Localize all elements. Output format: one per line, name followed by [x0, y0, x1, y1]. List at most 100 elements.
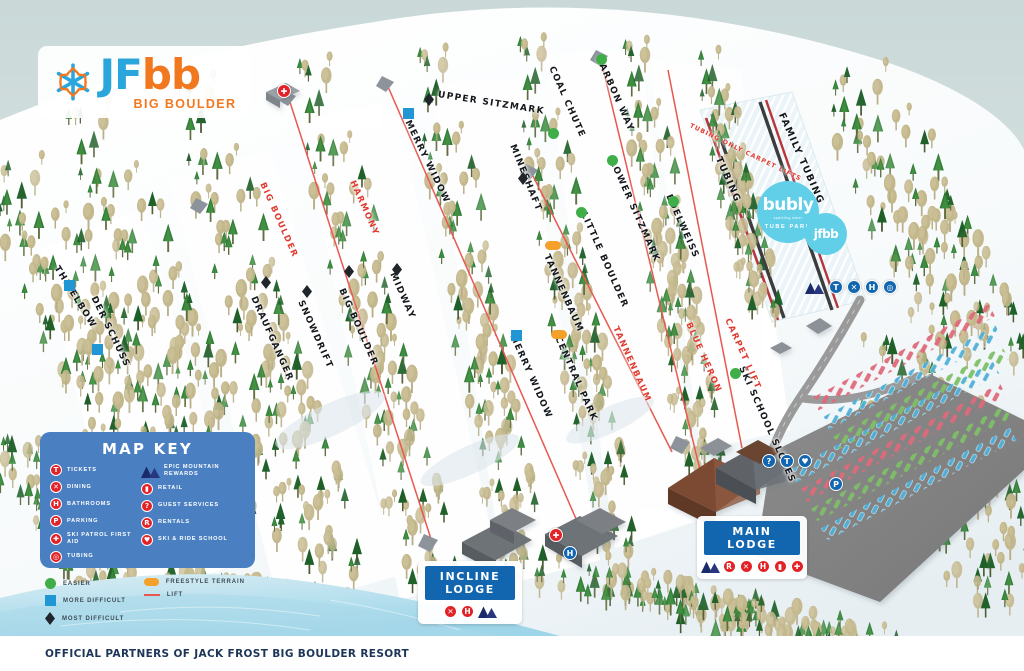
lift-line-icon — [143, 594, 160, 596]
trail-difficulty-marker-easier — [576, 207, 587, 218]
tubing-icon[interactable]: ◎ — [883, 280, 897, 294]
map-key-item-tubing: ◎ TUBING — [50, 550, 137, 563]
trail-difficulty-marker-orange — [551, 330, 567, 339]
logo-wordmark: JFbb — [100, 53, 201, 96]
ski-ride-school-icon[interactable]: ♥ — [798, 454, 812, 468]
main-lodge-amenity-icons: R✕H▮✚ — [700, 560, 804, 573]
main-lodge-callout[interactable]: MAIN LODGE R✕H▮✚ — [697, 516, 807, 579]
guest-services-icon[interactable]: ? — [762, 454, 776, 468]
ticket-icon: T — [50, 464, 62, 476]
map-icon-cluster-parking-marker[interactable]: P — [829, 477, 843, 491]
map-key-title: MAP KEY — [102, 440, 193, 458]
ski-patrol-icon: ✚ — [790, 560, 804, 573]
map-key-label: SKI & RIDE SCHOOL — [157, 536, 228, 543]
ticket-icon[interactable]: T — [780, 454, 794, 468]
map-key-item-dining: ✕ DINING — [50, 481, 137, 493]
map-key-item-ski-ride-school: ♥ SKI & RIDE SCHOOL — [140, 533, 245, 546]
difficulty-item-easier-circle: EASIER — [45, 578, 126, 589]
retail-icon: ▮ — [773, 560, 787, 573]
difficulty-label: MORE DIFFICULT — [63, 597, 126, 604]
dining-icon: ✕ — [50, 481, 62, 493]
bubly-tube-park-logo: bubly sparkling water TUBE PARK — [757, 181, 819, 243]
trail-difficulty-marker-easier — [596, 54, 607, 65]
more-difficult-square-icon — [45, 595, 56, 606]
trail-difficulty-marker-easier — [730, 368, 741, 379]
trail-difficulty-marker-easier — [607, 155, 618, 166]
map-key-label: TUBING — [67, 553, 94, 560]
rentals-icon: R — [140, 516, 153, 529]
trail-difficulty-marker-black — [518, 172, 528, 185]
map-key-label: EPIC MOUNTAIN REWARDS — [163, 464, 220, 477]
logo-jf-text: JF — [99, 49, 143, 99]
incline-lodge-callout[interactable]: INCLINE LODGE ✕H — [418, 561, 522, 624]
epic-mountain-rewards-icon — [478, 605, 497, 618]
dining-icon: ✕ — [739, 560, 753, 573]
tubing-icon: ◎ — [50, 550, 62, 563]
incline-lodge-label: INCLINE LODGE — [425, 566, 515, 600]
map-key-label: DINING — [67, 483, 92, 490]
epic-mountain-rewards-icon — [140, 465, 160, 478]
map-key-label: PARKING — [67, 517, 99, 524]
difficulty-legend-right: FREESTYLE TERRAIN LIFT — [143, 578, 245, 625]
map-key-label: SKI PATROL FIRST AID — [67, 532, 132, 545]
map-key-label: BATHROOMS — [67, 500, 111, 507]
trail-difficulty-marker-black — [344, 265, 354, 278]
bathrooms-icon[interactable]: H — [563, 546, 577, 560]
map-key-item-ski-patrol: ✚SKI PATROL FIRST AID — [50, 532, 137, 546]
difficulty-item-lift-line: LIFT — [143, 592, 245, 598]
difficulty-label: EASIER — [63, 580, 91, 587]
trail-difficulty-marker-black — [261, 276, 271, 289]
epic-mountain-rewards-icon — [700, 560, 720, 573]
ticket-icon[interactable]: T — [829, 280, 843, 294]
trail-difficulty-marker-black — [424, 93, 434, 106]
rentals-icon: R — [722, 560, 736, 573]
ski-patrol-icon[interactable]: ✚ — [277, 84, 291, 98]
lift-lines — [287, 55, 743, 543]
map-icon-cluster-tube-park-services[interactable]: T ✕ H ◎ — [805, 280, 897, 294]
bathrooms-icon: H — [756, 560, 770, 573]
trail-difficulty-marker-blue — [92, 344, 103, 355]
map-key-item-epic-mountain-rewards: EPIC MOUNTAIN REWARDS — [140, 464, 245, 478]
trail-difficulty-marker-easier — [668, 196, 679, 207]
retail-icon: ▮ — [140, 482, 153, 495]
easier-circle-icon — [45, 578, 56, 589]
logo-bb-text: bb — [141, 49, 201, 99]
difficulty-label: LIFT — [166, 592, 184, 598]
map-key-item-guest-services: ?GUEST SERVICES — [140, 499, 245, 512]
freestyle-terrain-icon — [143, 578, 159, 586]
parking-icon[interactable]: P — [829, 477, 843, 491]
map-key-item-retail: ▮RETAIL — [140, 482, 245, 495]
ski-patrol-icon[interactable]: ✚ — [549, 528, 563, 542]
trail-difficulty-marker-orange — [545, 241, 561, 250]
ski-ride-school-icon: ♥ — [140, 533, 153, 546]
logo-subtitle: BIG BOULDER — [133, 96, 237, 111]
map-icon-cluster-incline-bathrooms[interactable]: H — [563, 546, 577, 560]
map-icon-cluster-incline-patrol[interactable]: ✚ — [549, 528, 563, 542]
trail-difficulty-marker-easier — [548, 128, 559, 139]
map-key-label: GUEST SERVICES — [157, 502, 219, 509]
map-key-label: TICKETS — [67, 466, 97, 473]
difficulty-item-more-difficult-square: MORE DIFFICULT — [45, 595, 126, 606]
bathrooms-icon[interactable]: H — [865, 280, 879, 294]
epic-mountain-rewards-icon — [805, 281, 825, 294]
dining-icon[interactable]: ✕ — [847, 280, 861, 294]
map-key-item-ticket: T TICKETS — [50, 464, 137, 476]
official-partners-text: OFFICIAL PARTNERS OF JACK FROST BIG BOUL… — [45, 647, 409, 660]
resort-logo-badge: JFbb BIG BOULDER — [38, 46, 250, 118]
difficulty-label: FREESTYLE TERRAIN — [165, 579, 245, 585]
map-icon-cluster-main-lodge-services[interactable]: ? T ♥ — [762, 454, 812, 468]
jfbb-partner-badge: jfbb — [805, 213, 847, 255]
bathrooms-icon: H — [461, 605, 474, 618]
map-icon-cluster-summit-patrol[interactable]: ✚ — [277, 84, 291, 98]
map-key-right-column: EPIC MOUNTAIN REWARDS ▮RETAIL ?GUEST SERVI… — [140, 464, 245, 563]
resort-trail-map[interactable]: JFbb BIG BOULDER MAP KEY T TICKETS ✕ DINING… — [0, 0, 1024, 636]
trail-difficulty-marker-black — [392, 263, 402, 276]
incline-lodge-amenity-icons: ✕H — [425, 605, 515, 618]
